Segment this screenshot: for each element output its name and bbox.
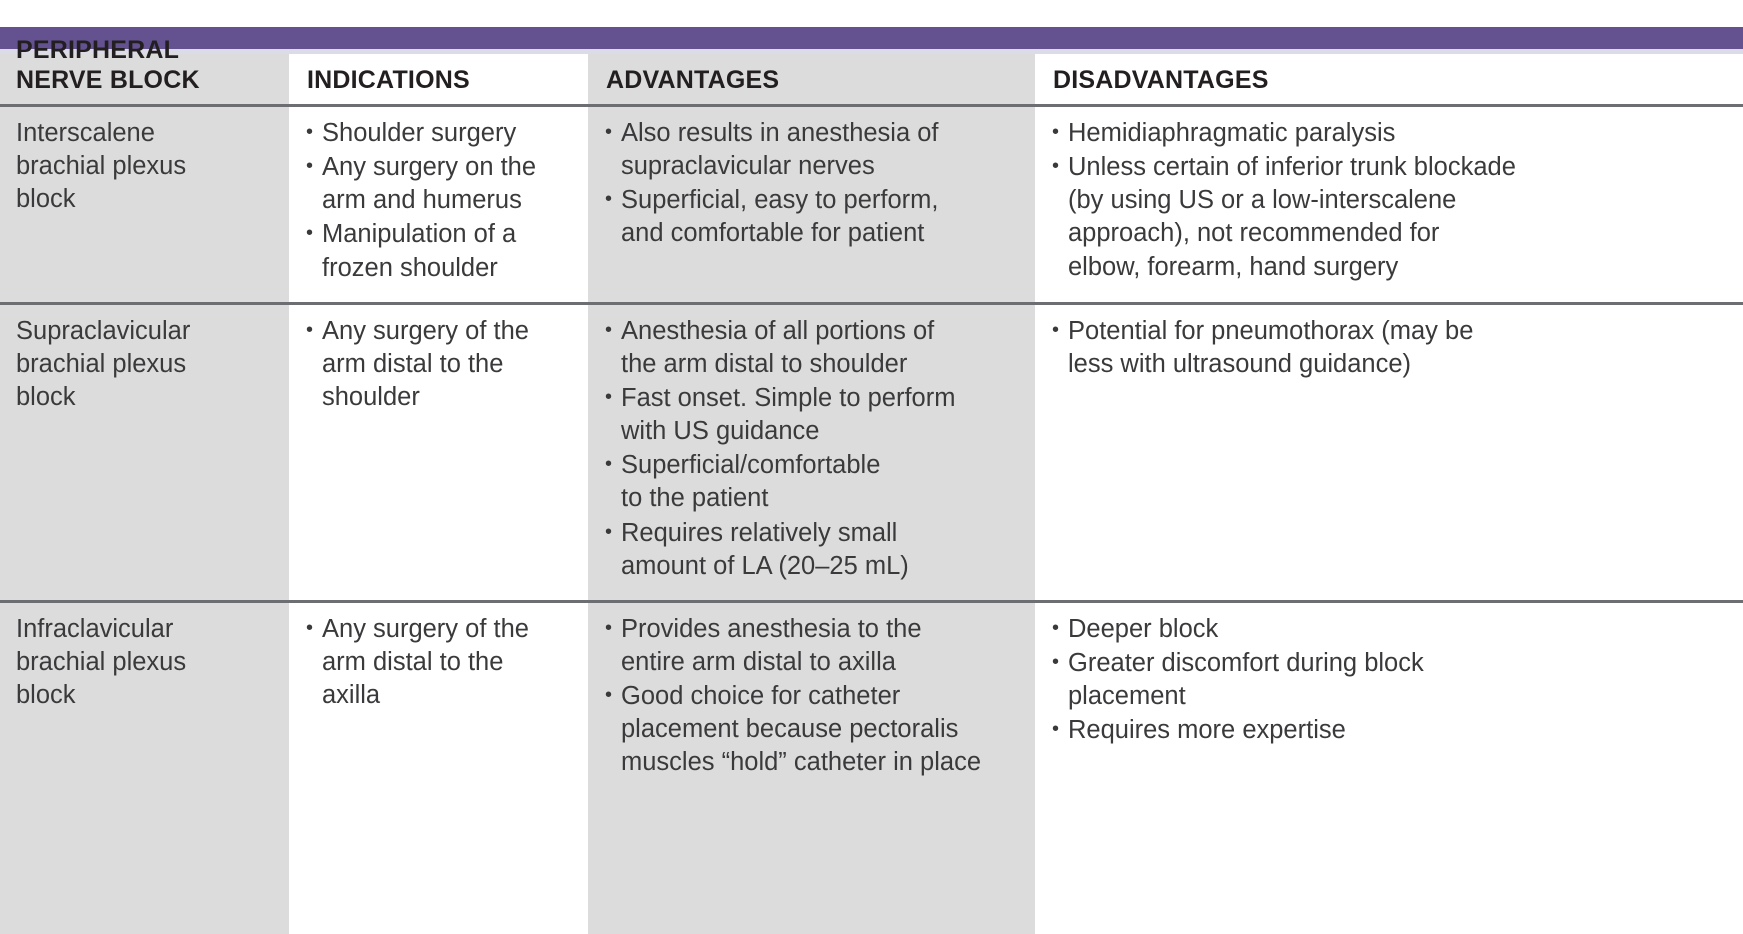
list-item: Potential for pneumothorax (may be less … <box>1051 314 1727 381</box>
list-item: Requires relatively small amount of LA (… <box>604 516 1019 583</box>
column-header-indications: INDICATIONS <box>289 27 588 107</box>
cell-disadvantages: Hemidiaphragmatic paralysis Unless certa… <box>1035 105 1743 305</box>
table-row: Infraclavicular brachial plexus block An… <box>0 601 1743 796</box>
list-item: Requires more expertise <box>1051 713 1727 747</box>
list-item: Also results in anesthesia of supraclavi… <box>604 116 1019 183</box>
table-header: PERIPHERAL NERVE BLOCK INDICATIONS ADVAN… <box>0 27 1743 107</box>
indications-list: Any surgery of the arm distal to the sho… <box>305 314 572 414</box>
cell-indications: Any surgery of the arm distal to the axi… <box>289 601 588 796</box>
disadvantages-list: Potential for pneumothorax (may be less … <box>1051 314 1727 381</box>
cell-disadvantages: Potential for pneumothorax (may be less … <box>1035 303 1743 603</box>
disadvantages-list: Hemidiaphragmatic paralysis Unless certa… <box>1051 116 1727 284</box>
block-name-label: Infraclavicular brachial plexus block <box>16 614 187 710</box>
cell-block-name: Interscalene brachial plexus block <box>0 105 289 305</box>
cell-advantages: Anesthesia of all portions of the arm di… <box>588 303 1035 603</box>
list-item: Manipulation of a frozen shoulder <box>305 217 572 284</box>
list-item: Good choice for catheter placement becau… <box>604 679 1019 779</box>
list-item: Shoulder surgery <box>305 116 572 150</box>
indications-list: Shoulder surgery Any surgery on the arm … <box>305 116 572 285</box>
table-row: Supraclavicular brachial plexus block An… <box>0 303 1743 603</box>
list-item: Any surgery of the arm distal to the sho… <box>305 314 572 414</box>
peripheral-nerve-block-table: PERIPHERAL NERVE BLOCK INDICATIONS ADVAN… <box>0 27 1743 934</box>
list-item: Greater discomfort during block placemen… <box>1051 646 1727 713</box>
header-row: PERIPHERAL NERVE BLOCK INDICATIONS ADVAN… <box>0 27 1743 107</box>
list-item: Provides anesthesia to the entire arm di… <box>604 612 1019 679</box>
advantages-list: Also results in anesthesia of supraclavi… <box>604 116 1019 251</box>
cell-advantages: Also results in anesthesia of supraclavi… <box>588 105 1035 305</box>
list-item: Hemidiaphragmatic paralysis <box>1051 116 1727 150</box>
list-item: Superficial, easy to perform, and comfor… <box>604 183 1019 250</box>
block-name-label: Supraclavicular brachial plexus block <box>16 316 191 411</box>
column-header-advantages: ADVANTAGES <box>588 27 1035 107</box>
list-item: Anesthesia of all portions of the arm di… <box>604 314 1019 381</box>
cell-indications: Shoulder surgery Any surgery on the arm … <box>289 105 588 305</box>
column-header-peripheral-nerve-block: PERIPHERAL NERVE BLOCK <box>0 27 289 107</box>
table-row: Interscalene brachial plexus block Shoul… <box>0 105 1743 305</box>
disadvantages-list: Deeper block Greater discomfort during b… <box>1051 612 1727 748</box>
comparison-table: PERIPHERAL NERVE BLOCK INDICATIONS ADVAN… <box>0 27 1743 797</box>
table-body: Interscalene brachial plexus block Shoul… <box>0 105 1743 797</box>
cell-block-name: Supraclavicular brachial plexus block <box>0 303 289 603</box>
list-item: Deeper block <box>1051 612 1727 646</box>
indications-list: Any surgery of the arm distal to the axi… <box>305 612 572 712</box>
cell-advantages: Provides anesthesia to the entire arm di… <box>588 601 1035 796</box>
cell-indications: Any surgery of the arm distal to the sho… <box>289 303 588 603</box>
column-header-disadvantages: DISADVANTAGES <box>1035 27 1743 107</box>
list-item: Any surgery of the arm distal to the axi… <box>305 612 572 712</box>
advantages-list: Provides anesthesia to the entire arm di… <box>604 612 1019 780</box>
advantages-list: Anesthesia of all portions of the arm di… <box>604 314 1019 583</box>
list-item: Any surgery on the arm and humerus <box>305 150 572 217</box>
cell-block-name: Infraclavicular brachial plexus block <box>0 601 289 796</box>
list-item: Fast onset. Simple to perform with US gu… <box>604 381 1019 448</box>
block-name-label: Interscalene brachial plexus block <box>16 119 187 214</box>
cell-disadvantages: Deeper block Greater discomfort during b… <box>1035 601 1743 796</box>
list-item: Superficial/comfortable to the patient <box>604 448 1019 515</box>
list-item: Unless certain of inferior trunk blockad… <box>1051 150 1727 284</box>
